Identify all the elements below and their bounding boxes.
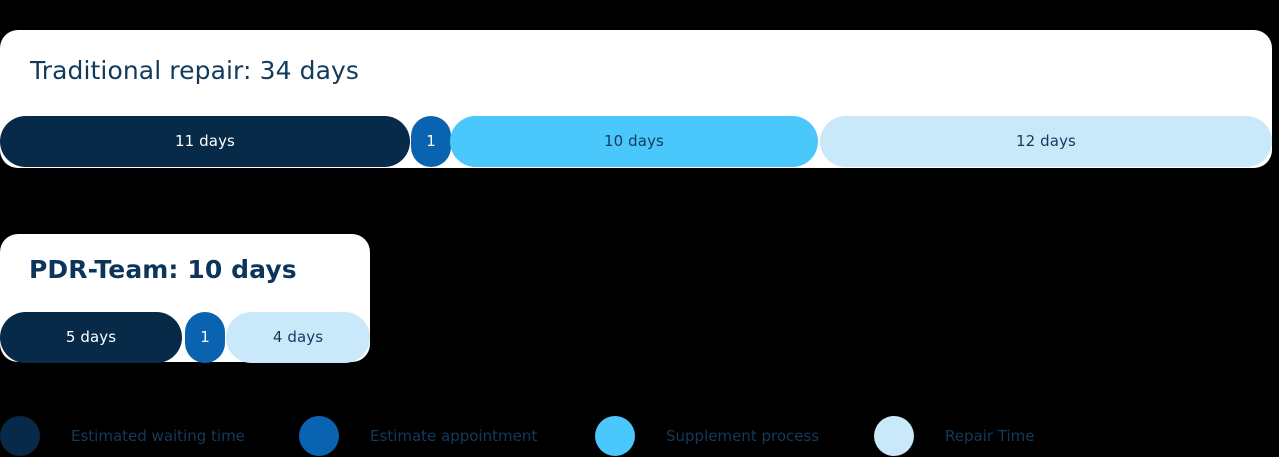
pdr-repair-bar: 4 days — [226, 312, 370, 363]
legend-item-estimated-waiting-time: Estimated waiting time — [0, 415, 245, 457]
traditional-waiting-bar: 11 days — [0, 116, 410, 167]
pdr-appointment-marker: 1 — [185, 312, 225, 363]
circle-swatch-icon — [595, 416, 635, 456]
traditional-repair-title: Traditional repair: 34 days — [30, 56, 360, 85]
traditional-appointment-label: 1 — [426, 132, 436, 150]
pdr-team-title: PDR-Team: 10 days — [29, 255, 297, 284]
traditional-appointment-marker: 1 — [411, 116, 451, 167]
circle-swatch-icon — [0, 416, 40, 456]
pdr-appointment-label: 1 — [200, 328, 210, 346]
traditional-repair-bar: 12 days — [820, 116, 1272, 167]
legend-item-estimate-appointment: Estimate appointment — [299, 415, 537, 457]
pdr-waiting-label: 5 days — [65, 328, 117, 346]
legend-item-repair-time: Repair Time — [874, 415, 1035, 457]
traditional-waiting-label: 11 days — [175, 132, 235, 150]
circle-swatch-icon — [874, 416, 914, 456]
pdr-repair-label: 4 days — [272, 328, 324, 346]
legend-label: Repair Time — [945, 426, 1035, 445]
traditional-supplement-bar: 10 days — [450, 116, 818, 167]
legend-item-supplement-process: Supplement process — [595, 415, 819, 457]
traditional-repair-label: 12 days — [1016, 132, 1076, 150]
circle-swatch-icon — [299, 416, 339, 456]
legend-label: Supplement process — [666, 426, 820, 445]
legend-label: Estimate appointment — [370, 426, 538, 445]
traditional-supplement-label: 10 days — [604, 132, 664, 150]
legend-label: Estimated waiting time — [71, 426, 245, 445]
pdr-waiting-bar: 5 days — [0, 312, 182, 363]
